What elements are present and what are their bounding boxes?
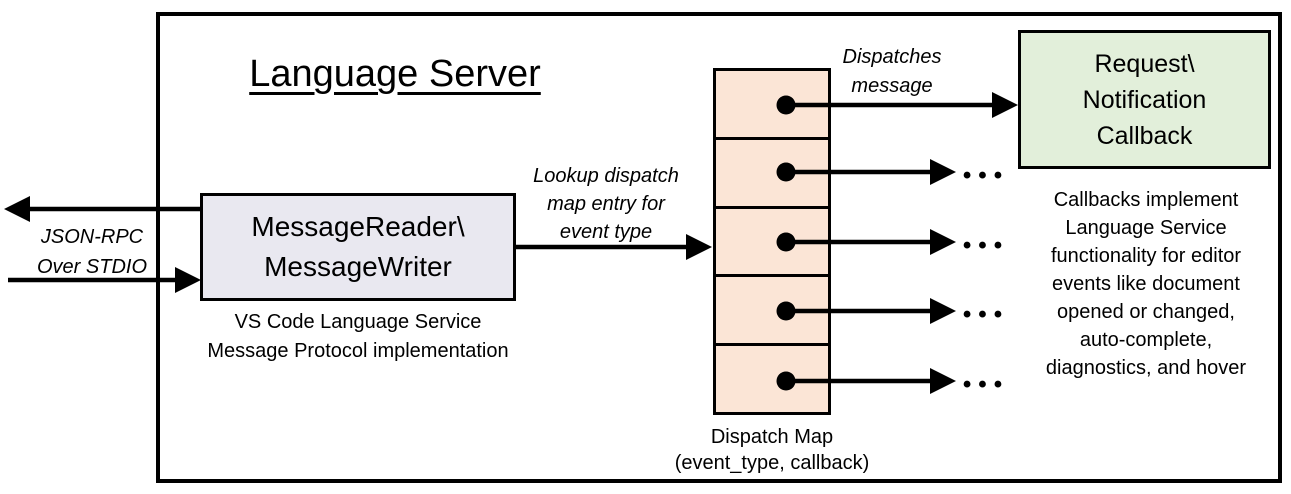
stdio-out-arrowhead-icon bbox=[4, 196, 30, 222]
callback-label-line1: Request\ bbox=[1094, 49, 1195, 78]
dispatches-label-line2: message bbox=[851, 75, 933, 97]
dispatch-map-cell-2 bbox=[716, 136, 828, 206]
json-rpc-label-line2: Over STDIO bbox=[36, 256, 147, 278]
callbacks-note: Callbacks implement Language Service fun… bbox=[1014, 186, 1278, 382]
callbacks-note-line: functionality for editor bbox=[1050, 245, 1242, 267]
dispatch-map-caption-line2: (event_type, callback) bbox=[674, 452, 870, 474]
reader-caption-line1: VS Code Language Service bbox=[234, 311, 482, 333]
callbacks-note-line: Callbacks implement bbox=[1053, 189, 1239, 211]
message-reader-writer-box: MessageReader\ MessageWriter bbox=[200, 193, 516, 301]
lookup-label-line2: map entry for bbox=[547, 193, 665, 215]
dispatches-message-label: Dispatches message bbox=[828, 43, 956, 101]
ellipsis-row5: ••• bbox=[962, 371, 1010, 398]
ellipsis-row3: ••• bbox=[962, 232, 1010, 259]
callbacks-note-line: opened or changed, bbox=[1057, 301, 1235, 323]
reader-caption: VS Code Language Service Message Protoco… bbox=[178, 308, 538, 366]
ellipsis-row4: ••• bbox=[962, 301, 1010, 328]
dispatch-map bbox=[713, 68, 831, 415]
lookup-label-line1: Lookup dispatch bbox=[533, 165, 679, 187]
dispatch-map-cell-4 bbox=[716, 274, 828, 343]
dispatch-map-cell-1 bbox=[716, 71, 828, 137]
callback-label-line3: Callback bbox=[1096, 121, 1193, 150]
lookup-dispatch-label: Lookup dispatch map entry for event type bbox=[518, 162, 694, 246]
dispatch-map-caption: Dispatch Map (event_type, callback) bbox=[640, 424, 904, 476]
dispatch-map-caption-line1: Dispatch Map bbox=[710, 426, 834, 448]
callbacks-note-line: events like document bbox=[1052, 273, 1240, 295]
callbacks-note-line: auto-complete, bbox=[1079, 329, 1213, 351]
reader-caption-line2: Message Protocol implementation bbox=[207, 340, 509, 362]
dispatches-label-line1: Dispatches bbox=[842, 46, 942, 68]
message-writer-label: MessageWriter bbox=[264, 251, 452, 282]
language-server-boundary-box bbox=[156, 12, 1282, 483]
lookup-label-line3: event type bbox=[559, 221, 653, 243]
request-notification-callback-box: Request\ Notification Callback bbox=[1018, 30, 1271, 169]
message-reader-label: MessageReader\ bbox=[251, 211, 465, 242]
json-rpc-stdio-label: JSON-RPC Over STDIO bbox=[18, 222, 166, 282]
json-rpc-label-line1: JSON-RPC bbox=[40, 226, 144, 248]
callback-label-line2: Notification bbox=[1082, 85, 1207, 114]
dispatch-map-cell-3 bbox=[716, 205, 828, 275]
callbacks-note-line: Language Service bbox=[1065, 217, 1227, 239]
callbacks-note-line: diagnostics, and hover bbox=[1045, 357, 1247, 379]
ellipsis-row2: ••• bbox=[962, 162, 1010, 189]
diagram-title: Language Server bbox=[249, 53, 541, 95]
dispatch-map-cell-5 bbox=[716, 343, 828, 412]
